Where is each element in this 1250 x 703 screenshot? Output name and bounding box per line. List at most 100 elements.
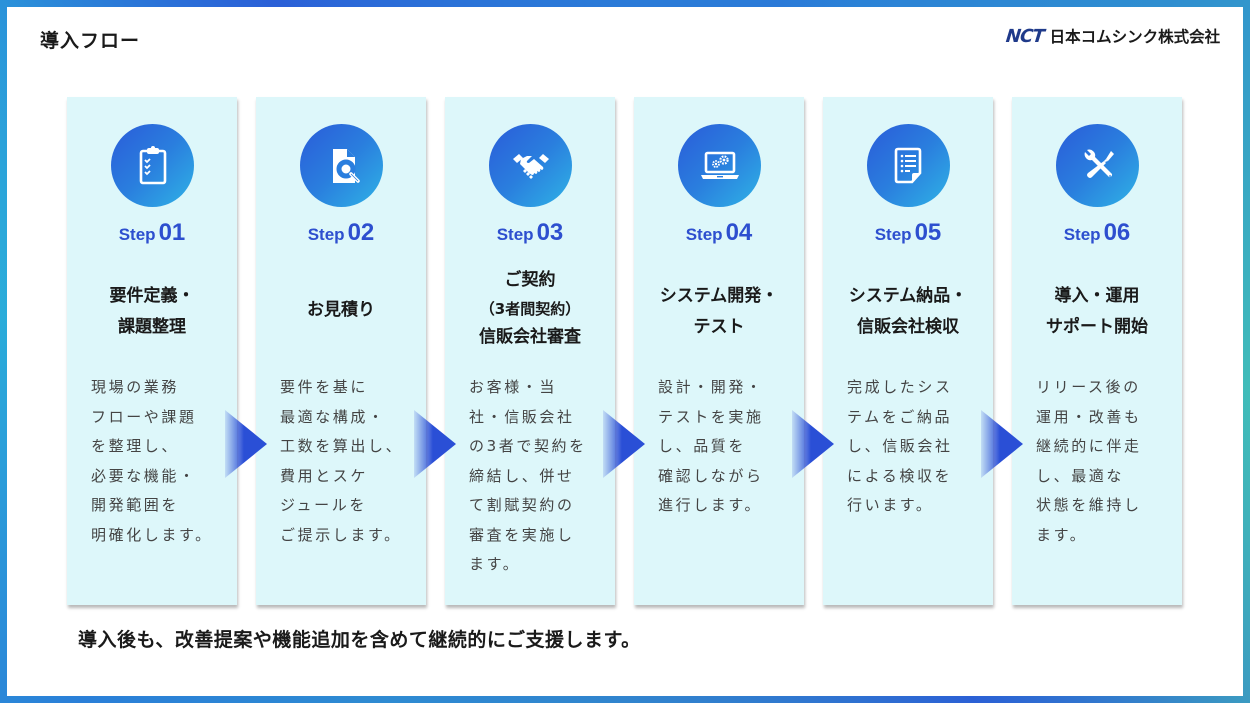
flow-arrow-icon [414,410,456,478]
desc-line: 行います。 [847,496,934,514]
desc-line: 明確化します。 [91,525,213,544]
desc-line: 現場の業務 [91,378,180,396]
footer-message: 導入後も、改善提案や機能追加を含めて継続的にご支援します。 [78,629,641,651]
desc-line: ます。 [469,555,521,573]
step-title-line: 信販会社審査 [479,327,581,347]
step-word: Step [118,225,156,244]
desc-line: 継続的に伴走 [1036,437,1142,455]
step-title: ご契約 （3者間契約） 信販会社審査 [445,265,615,353]
desc-line: 進行します。 [658,496,763,514]
desc-line: ご提示します。 [280,525,402,544]
logo-text: 日本コムシンク株式会社 [1049,28,1221,46]
step-number: 05 [914,219,942,246]
desc-line: ます。 [1036,525,1088,544]
desc-line: し、品質を [658,437,747,455]
step-number: 04 [725,219,753,246]
page-title: 導入フロー [40,30,141,52]
step-description: リリース後の 運用・改善も 継続的に伴走 し、最適な 状態を維持し ます。 [1036,373,1176,550]
flow-arrow-icon [981,410,1023,478]
step-number: 01 [158,219,186,246]
step-title-line: テスト [693,317,745,337]
step-number: 03 [536,219,564,246]
desc-line: し、信販会社 [847,437,953,455]
step-title-line: 信販会社検収 [857,317,959,337]
desc-line: による検収を [847,466,953,485]
step-title-line: 導入・運用 [1054,286,1140,306]
step-title-line: サポート開始 [1046,317,1148,337]
desc-line: 社・信販会社 [469,407,575,426]
step-word: Step [874,225,912,244]
step-title-line: 課題整理 [118,317,186,337]
step-description: 設計・開発・ テストを実施 し、品質を 確認しながら 進行します。 [658,373,798,521]
wrench-screwdriver-icon [1056,124,1139,207]
desc-line: お客様・当 [469,378,558,396]
desc-line: テムをご納品 [847,407,953,426]
desc-line: 締結し、併せ [469,466,575,485]
step-description: 要件を基に 最適な構成・ 工数を算出し、 費用とスケ ジュールを ご提示します。 [280,373,420,550]
step-title-line: システム納品・ [848,286,968,306]
company-logo: NCT 日本コムシンク株式会社 [1004,25,1221,47]
desc-line: 状態を維持し [1036,496,1142,514]
desc-line: 最適な構成・ [280,407,386,426]
step-title-line: システム開発・ [659,286,779,306]
step-title: お見積り [256,295,426,326]
clipboard-checklist-icon [111,124,194,207]
step-title: システム納品・ 信販会社検収 [823,281,993,343]
step-title-line: ご契約 [504,270,556,290]
desc-line: 運用・改善も [1036,407,1142,426]
step-title: 導入・運用 サポート開始 [1012,281,1182,343]
desc-line: 設計・開発・ [658,378,764,396]
logo-mark: NCT [1004,25,1045,47]
step-description: 現場の業務 フローや課題 を整理し、 必要な機能・ 開発範囲を 明確化します。 [91,373,231,550]
desc-line: 完成したシス [847,378,953,396]
flow-arrow-icon [792,410,834,478]
desc-line: リリース後の [1036,378,1141,396]
step-title-line: （3者間契約） [479,300,581,318]
step-word: Step [307,225,345,244]
step-word: Step [496,225,534,244]
desc-line: 審査を実施し [469,525,575,544]
step-number: 02 [347,219,375,246]
handshake-icon [489,124,572,207]
desc-line: フローや課題 [91,407,197,426]
step-title-line: 要件定義・ [109,286,195,306]
step-description: 完成したシス テムをご納品 し、信販会社 による検収を 行います。 [847,373,987,521]
flow-arrow-icon [225,410,267,478]
step-word: Step [1063,225,1101,244]
desc-line: て割賦契約の [469,496,575,514]
document-search-icon [300,124,383,207]
desc-line: 開発範囲を [91,496,180,514]
desc-line: テストを実施 [658,407,764,426]
desc-line: ジュールを [280,496,367,514]
step-description: お客様・当 社・信販会社 の3者で契約を 締結し、併せ て割賦契約の 審査を実施… [469,373,609,580]
desc-line: 要件を基に [280,378,369,396]
step-title-line: お見積り [307,300,375,320]
desc-line: の3者で契約を [469,437,587,455]
desc-line: を整理し、 [91,437,180,455]
laptop-gears-icon [678,124,761,207]
desc-line: 費用とスケ [280,466,369,485]
desc-line: 工数を算出し、 [280,437,404,455]
step-title: 要件定義・ 課題整理 [67,281,237,343]
desc-line: 必要な機能・ [91,466,197,485]
step-title: システム開発・ テスト [634,281,804,343]
step-word: Step [685,225,723,244]
step-number: 06 [1103,219,1131,246]
document-list-icon [867,124,950,207]
desc-line: し、最適な [1036,466,1125,485]
flow-arrow-icon [603,410,645,478]
desc-line: 確認しながら [658,466,764,485]
